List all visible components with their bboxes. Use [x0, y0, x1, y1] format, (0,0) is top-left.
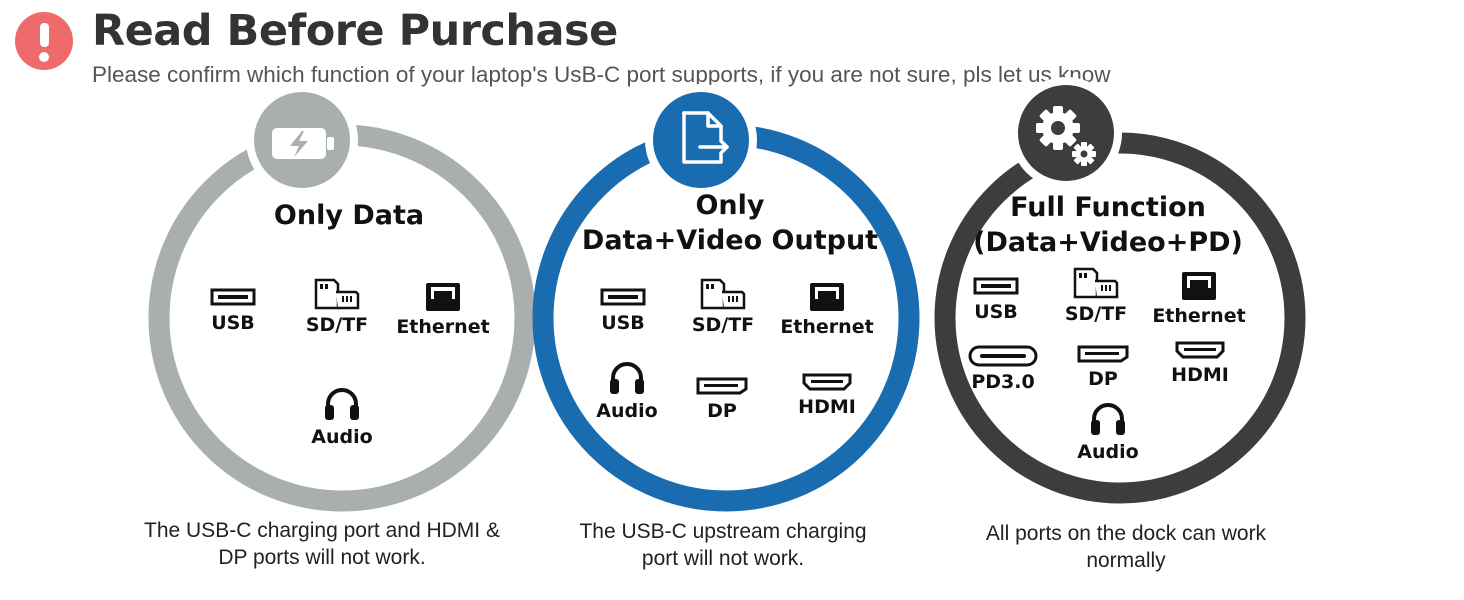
only-data-title: Only Data: [273, 200, 425, 231]
hdmi-label: HDMI: [1171, 364, 1229, 386]
exclamation-icon: [15, 12, 73, 70]
ethernet-port: Ethernet: [388, 282, 498, 338]
only-data-note: The USB-C charging port and HDMI & DP po…: [144, 519, 500, 569]
sdtf-label: SD/TF: [691, 314, 755, 336]
sd-card-icon: [1073, 267, 1119, 299]
audio-label: Audio: [596, 400, 658, 422]
file-export-icon: [682, 111, 729, 164]
full-function-note: All ports on the dock can work normally: [985, 522, 1267, 572]
audio-label: Audio: [1077, 441, 1139, 463]
usb-port: USB: [178, 286, 288, 334]
headphones-icon: [610, 362, 644, 394]
audio-label: Audio: [311, 426, 373, 448]
data-video-title: Only Data+Video Output: [581, 190, 879, 256]
ethernet-label: Ethernet: [396, 316, 490, 338]
displayport-icon: [1077, 345, 1129, 363]
hdmi-icon: [1175, 341, 1225, 359]
dp-label: DP: [1088, 368, 1118, 390]
sdtf-port: SD/TF: [668, 278, 778, 336]
pd-label: PD3.0: [971, 371, 1035, 393]
gears-icon: [1036, 106, 1096, 166]
displayport-icon: [696, 377, 748, 395]
sdtf-label: SD/TF: [1064, 303, 1128, 325]
pd-port: PD3.0: [948, 345, 1058, 393]
hdmi-port: HDMI: [772, 372, 882, 418]
page-subtitle: Please confirm which function of your la…: [92, 62, 1111, 87]
usb-icon: [973, 277, 1019, 295]
headphones-icon: [1091, 403, 1125, 435]
full-function-title: Full Function (Data+Video+PD): [973, 192, 1243, 258]
usb-label: USB: [974, 301, 1018, 323]
sdtf-port: SD/TF: [1041, 267, 1151, 325]
usb-port: USB: [568, 286, 678, 334]
hdmi-icon: [802, 373, 852, 391]
usb-c-icon: [968, 345, 1038, 367]
audio-port: Audio: [1053, 401, 1163, 463]
usb-icon: [600, 288, 646, 306]
ethernet-icon: [426, 283, 460, 311]
ethernet-icon: [810, 283, 844, 311]
usb-port: USB: [941, 275, 1051, 323]
sd-card-icon: [314, 278, 360, 310]
dp-label: DP: [707, 400, 737, 422]
sdtf-port: SD/TF: [282, 278, 392, 336]
ethernet-icon: [1182, 272, 1216, 300]
usb-icon: [210, 288, 256, 306]
ethernet-port: Ethernet: [1144, 271, 1254, 327]
audio-port: Audio: [572, 360, 682, 422]
hdmi-port: HDMI: [1145, 340, 1255, 386]
ethernet-label: Ethernet: [780, 316, 874, 338]
usb-label: USB: [601, 312, 645, 334]
battery-charging-icon: [272, 128, 334, 159]
audio-port: Audio: [287, 386, 397, 448]
ethernet-label: Ethernet: [1152, 305, 1246, 327]
headphones-icon: [325, 388, 359, 420]
dp-port: DP: [1048, 344, 1158, 390]
hdmi-label: HDMI: [798, 396, 856, 418]
sdtf-label: SD/TF: [305, 314, 369, 336]
page-title: Read Before Purchase: [92, 6, 618, 56]
usb-label: USB: [211, 312, 255, 334]
data-video-note: The USB-C upstream charging port will no…: [579, 520, 867, 570]
dp-port: DP: [667, 376, 777, 422]
ethernet-port: Ethernet: [772, 282, 882, 338]
sd-card-icon: [700, 278, 746, 310]
